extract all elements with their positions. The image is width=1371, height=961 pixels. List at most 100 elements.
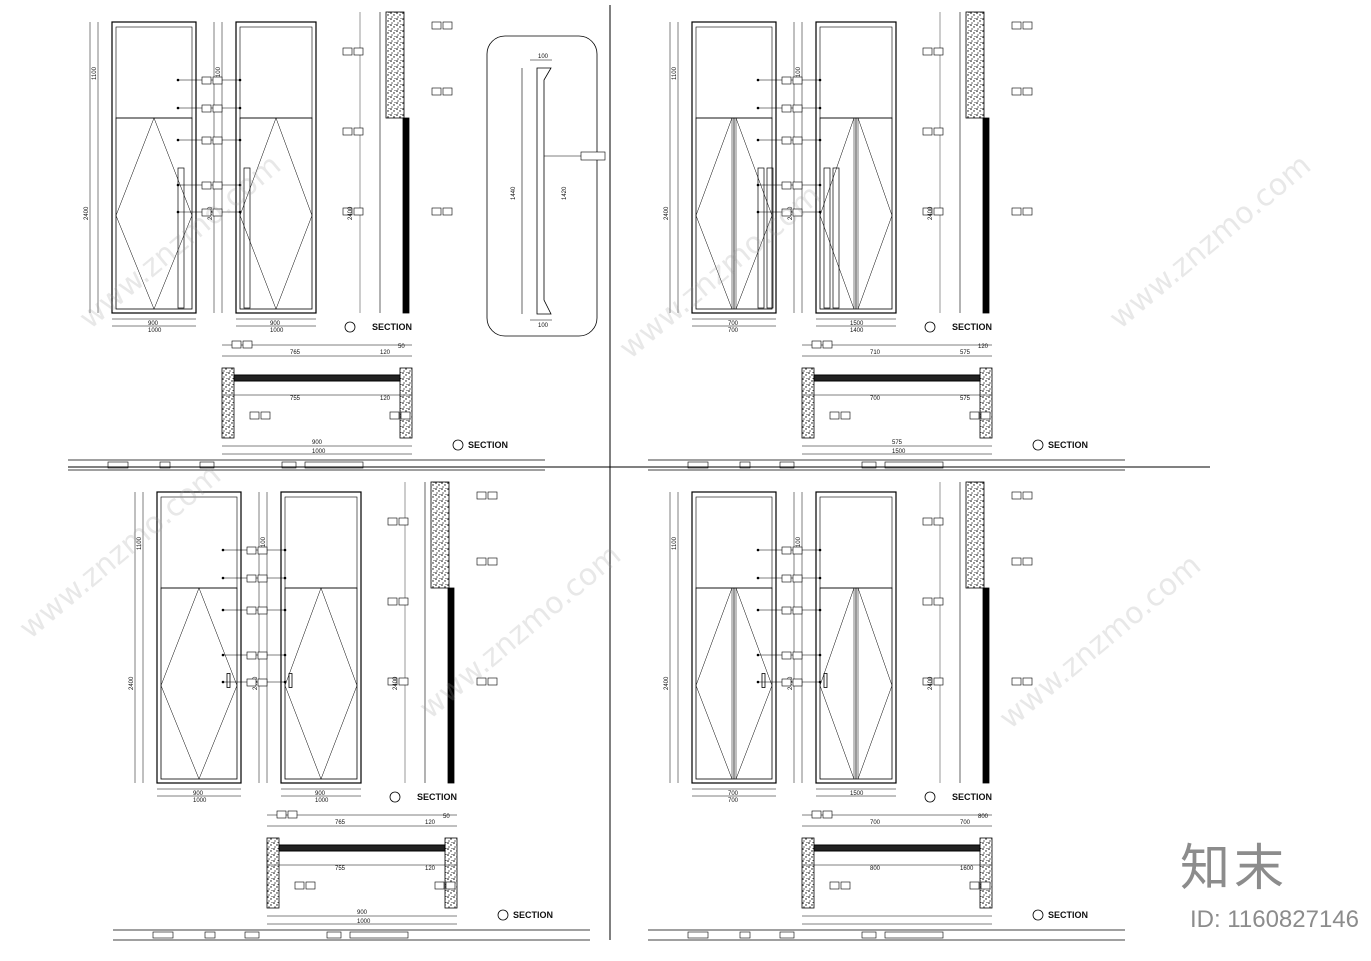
width-dim: 900 [193,791,204,797]
tag-box [387,597,398,606]
section-marker [924,791,936,803]
tag-box [792,546,803,555]
push-plate [757,167,765,309]
plan-dim: 710 [870,350,881,356]
diamond-inlay [735,587,773,780]
transom-panel [284,496,358,589]
diamond-inlay [857,587,893,780]
leader-dot [818,78,822,82]
leader-dot [818,680,822,684]
section-marker [389,791,401,803]
watermark: www.znzmo.com [13,458,228,647]
tag-box [201,104,212,113]
plan-dim: 900 [357,910,368,916]
tag-box [969,881,980,890]
leader-dot [756,183,760,187]
tag-box [201,136,212,145]
wall-right [979,837,993,909]
section-label: SECTION [372,322,412,332]
leader-dot [756,608,760,612]
tag-box [276,810,287,819]
height-dim: 1100 [137,536,143,550]
wall-left [221,367,235,439]
plan-dim: 120 [978,344,989,350]
image-id: ID: 1160827146 [1189,906,1359,933]
tag-box [442,87,453,96]
strip-cell [159,461,171,469]
leader-dot [221,548,225,552]
lever-handle [823,673,828,688]
profile-dim-top: 100 [538,54,549,60]
push-plate [823,167,831,309]
width-dim: 1500 [850,791,864,797]
tag-box [287,810,298,819]
tag-box [980,411,991,420]
watermark: www.znzmo.com [1103,148,1318,337]
plan-dim: 1000 [357,919,371,925]
watermark: www.znzmo.com [993,548,1208,737]
plan-dim: 1600 [960,866,974,872]
door-frame [156,491,242,784]
height-dim: 1100 [672,66,678,80]
plan-dim: 575 [960,350,971,356]
tag-box [792,181,803,190]
plan-dim: 755 [290,396,301,402]
leader-dot [238,210,242,214]
leader-dot [283,653,287,657]
tag-box [1022,491,1033,500]
watermark: www.znzmo.com [613,178,828,367]
width-dim: 1000 [315,798,329,804]
tag-box [1011,491,1022,500]
transom-panel [819,26,893,119]
tag-box [442,21,453,30]
width-dim: 700 [728,328,739,334]
tag-box [792,76,803,85]
diamond-inlay [695,587,733,780]
height-dim: 1100 [796,536,802,550]
plan-dim: 900 [312,440,323,446]
tag-box [212,208,223,217]
width-dim: 1400 [850,328,864,334]
strip-cell [884,461,944,469]
lever-handle [761,673,766,688]
tag-box [353,127,364,136]
tag-box [922,677,933,686]
height-dim: 1100 [216,66,222,80]
quadrant-double-door-leaf: 1100240070070011002400150014002400SECTIO… [648,11,1125,471]
tag-box [387,517,398,526]
leader-dot [283,576,287,580]
tag-box [431,87,442,96]
plan-dim: 575 [960,396,971,402]
title-strip [113,929,590,941]
quadrant-double-door-handle: 110024007007001100240015002400SECTION700… [648,481,1125,941]
height-dim: 2400 [129,676,135,690]
title-strip [648,929,1125,941]
diamond-inlay [857,117,893,310]
title-strip [68,459,545,471]
height-dim: 1100 [261,536,267,550]
wall-right [979,367,993,439]
diamond-inlay [160,587,238,780]
tag-box [353,47,364,56]
tag-box [822,810,833,819]
strip-cell [687,931,709,939]
section-marker [924,321,936,333]
tag-box [431,21,442,30]
tag-box [257,606,268,615]
leader-dot [176,210,180,214]
tag-box [1011,557,1022,566]
tag-box [305,881,316,890]
plan-dim: 700 [870,396,881,402]
door-plan [233,374,401,382]
leader-dot [756,210,760,214]
width-dim: 1000 [270,328,284,334]
tag-box [933,47,944,56]
width-dim: 700 [728,321,739,327]
quadrant-single-door-handle: 1100240090010001100240090010002400SECTIO… [113,481,590,941]
tag-box [249,411,260,420]
